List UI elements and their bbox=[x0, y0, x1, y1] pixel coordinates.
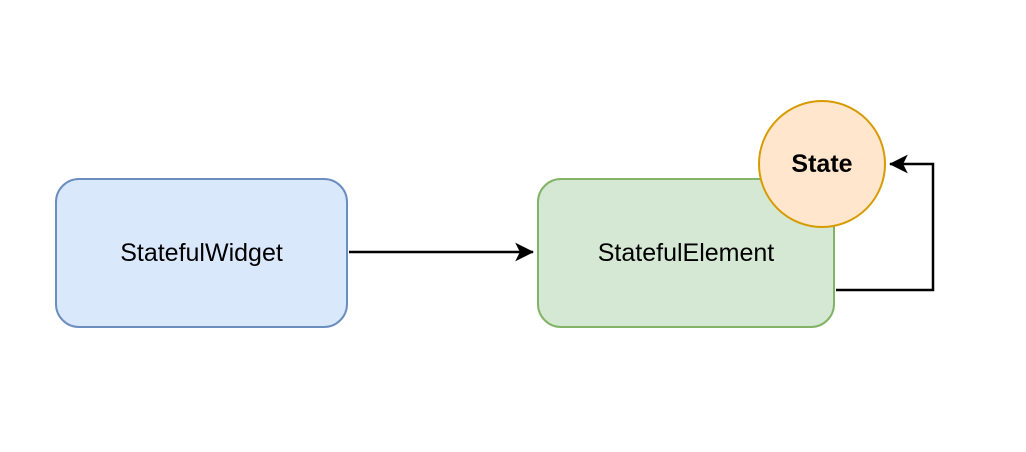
node-stateful-widget-label: StatefulWidget bbox=[120, 238, 283, 267]
node-stateful-element-label: StatefulElement bbox=[597, 238, 775, 267]
node-state[interactable]: State bbox=[758, 100, 886, 228]
node-state-label: State bbox=[791, 149, 853, 178]
node-stateful-widget[interactable]: StatefulWidget bbox=[55, 178, 348, 328]
